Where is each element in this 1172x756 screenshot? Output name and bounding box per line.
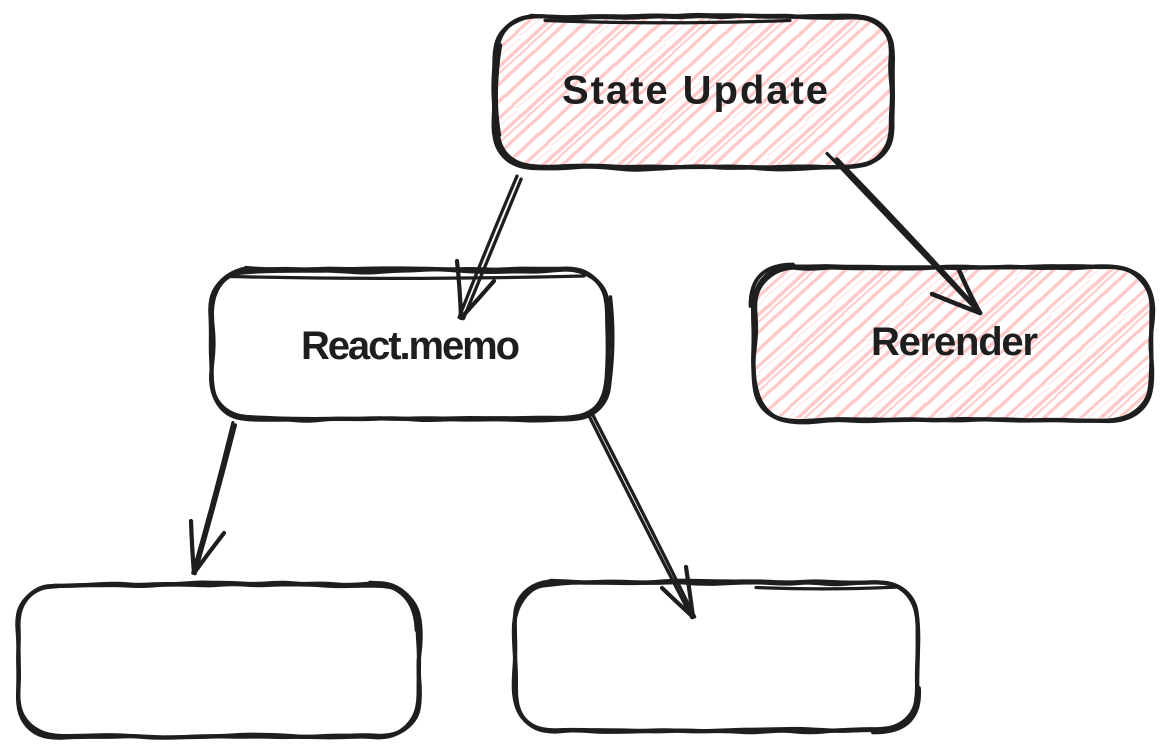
svg-text:State Update: State Update xyxy=(562,69,828,113)
svg-text:Rerender: Rerender xyxy=(871,320,1038,364)
svg-text:React.memo: React.memo xyxy=(301,324,520,368)
